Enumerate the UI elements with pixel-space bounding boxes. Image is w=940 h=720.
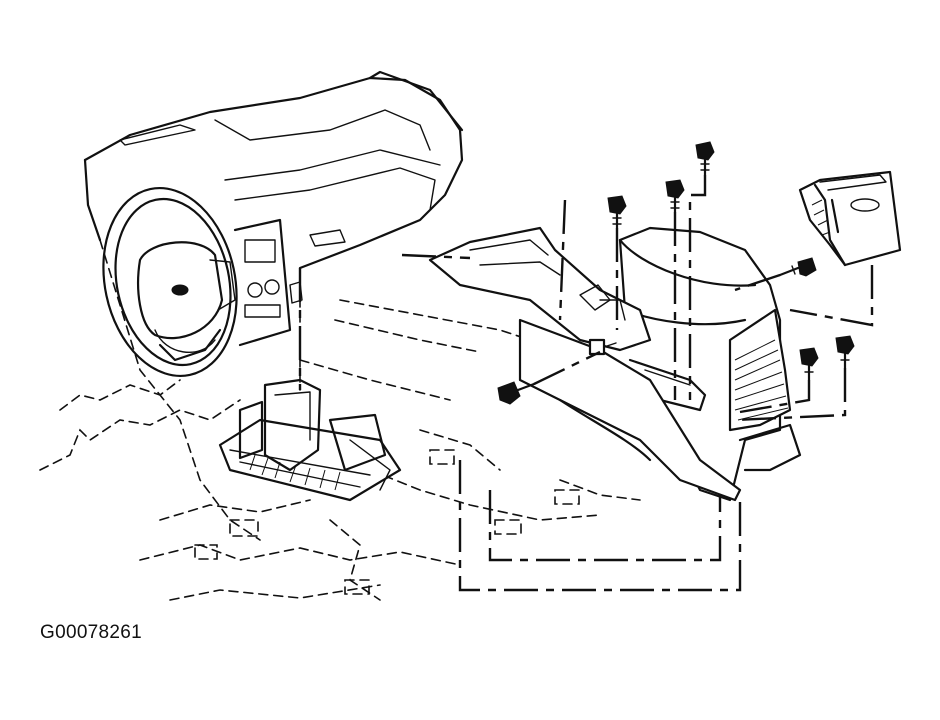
bolt-1 (695, 141, 715, 177)
console-insert-panel (798, 170, 902, 267)
steering-wheel (102, 186, 238, 378)
bolt-7 (497, 381, 536, 405)
bolt-4 (778, 257, 817, 277)
instrument-panel (83, 70, 464, 347)
center-console (428, 226, 802, 502)
bolt-6 (835, 335, 855, 370)
alignment-leader-lines (298, 175, 874, 592)
illustration-code-label: G00078261 (40, 622, 143, 643)
bolt-5 (799, 347, 819, 382)
fastener-bolts (497, 141, 855, 405)
bolt-3 (607, 195, 627, 230)
floor-outline-dashed (39, 239, 641, 601)
shifter-base-assembly (218, 378, 402, 502)
bolt-2 (665, 179, 685, 214)
